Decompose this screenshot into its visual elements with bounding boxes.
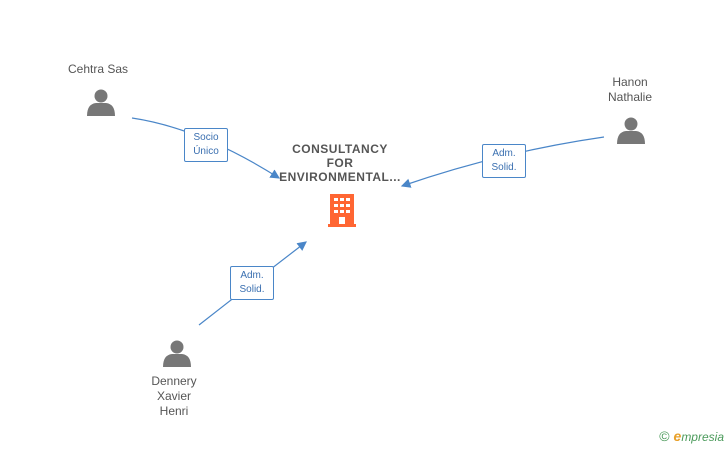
person-icon[interactable]: [163, 340, 191, 368]
relation-label: Socio Único: [184, 128, 228, 162]
company-name[interactable]: CONSULTANCY FOR ENVIRONMENTAL...: [279, 142, 401, 184]
person-icon[interactable]: [87, 89, 115, 117]
brand-logo: © empresia: [659, 428, 724, 444]
relation-label: Adm. Solid.: [230, 266, 274, 300]
person-name-hanon[interactable]: Hanon Nathalie: [607, 75, 653, 104]
person-name-dennery[interactable]: Dennery Xavier Henri: [151, 374, 197, 418]
person-name-cehtra[interactable]: Cehtra Sas: [67, 62, 129, 76]
copyright-icon: ©: [659, 428, 670, 444]
building-icon[interactable]: [328, 194, 356, 227]
relation-label: Adm. Solid.: [482, 144, 526, 178]
person-icon[interactable]: [617, 117, 645, 145]
